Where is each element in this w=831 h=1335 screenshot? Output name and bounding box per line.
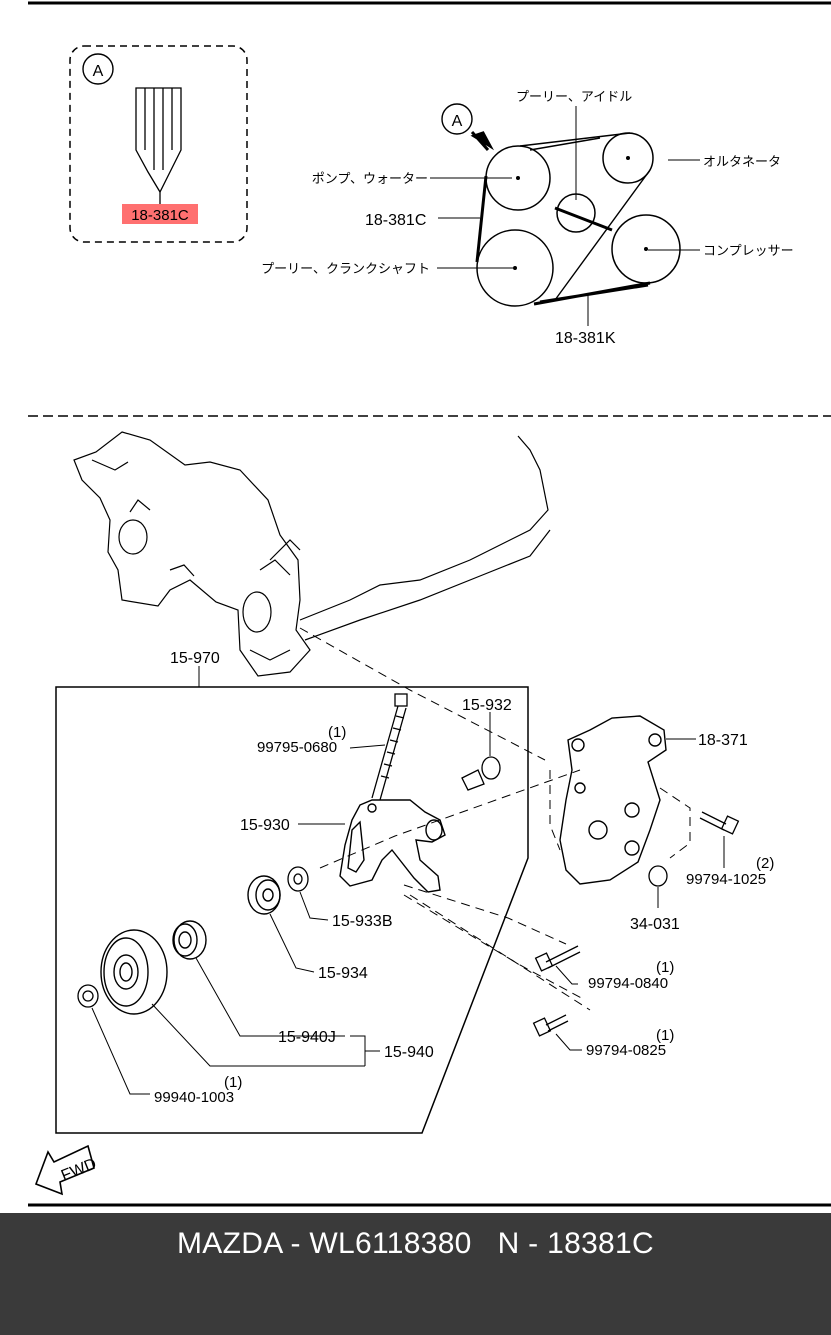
parts-diagram: A 18-381C xyxy=(28,1,831,1207)
detail-a-box: A 18-381C xyxy=(69,45,248,243)
footer-bar: MAZDA - WL6118380 N - 18381C xyxy=(0,1213,831,1335)
label-15-940j: 15-940J xyxy=(278,1029,336,1046)
bolt-99794-1025 xyxy=(699,811,740,868)
nut-99940-1003 xyxy=(77,984,150,1095)
bolt-99795-0680 xyxy=(371,693,408,801)
engine-block-outline xyxy=(73,431,551,677)
label-compressor: コンプレッサー xyxy=(703,244,794,259)
label-15-934: 15-934 xyxy=(318,965,368,982)
detail-a-marker-letter: A xyxy=(93,63,104,80)
label-bolt-0680: 99795-0680 xyxy=(257,739,337,756)
label-crankshaft-pulley: プーリー、クランクシャフト xyxy=(261,262,430,277)
belt-layout xyxy=(430,103,700,326)
label-15-930: 15-930 xyxy=(240,817,290,834)
bracket-15-930 xyxy=(339,799,446,893)
label-15-932: 15-932 xyxy=(462,697,512,714)
label-bolt-0825: 99794-0825 xyxy=(586,1042,666,1059)
nut-34-031 xyxy=(648,865,668,908)
label-15-933b: 15-933B xyxy=(332,913,393,930)
washer-15-933b xyxy=(287,866,329,921)
label-18-371: 18-371 xyxy=(698,732,748,749)
label-bolt-1025: 99794-1025 xyxy=(686,871,766,888)
highlight-box xyxy=(122,204,198,224)
label-nut-1003-qty: (1) xyxy=(224,1074,242,1091)
label-pulley-idler: プーリー、アイドル xyxy=(516,90,632,105)
belt-cross-section xyxy=(135,87,182,204)
label-bolt-0840-qty: (1) xyxy=(656,959,674,976)
bearing-15-940j xyxy=(172,920,345,1037)
bolt-99794-0825 xyxy=(532,1014,582,1051)
stud-15-932 xyxy=(461,712,501,791)
label-bolt-0825-qty: (1) xyxy=(656,1027,674,1044)
assembly-box xyxy=(55,666,529,1134)
label-bolt-0680-qty: (1) xyxy=(328,724,346,741)
label-belt-k: 18-381K xyxy=(555,330,616,347)
label-bolt-1025-qty: (2) xyxy=(756,855,774,872)
pulley-15-940 xyxy=(100,929,380,1067)
bracket-18-371 xyxy=(559,715,696,885)
detail-a-marker xyxy=(82,53,114,85)
label-belt-c: 18-381C xyxy=(365,212,426,229)
label-alternator: オルタネータ xyxy=(703,155,781,170)
bolt-99794-0840 xyxy=(534,945,581,985)
label-nut-1003: 99940-1003 xyxy=(154,1089,234,1106)
fwd-label: FWD xyxy=(59,1155,99,1184)
label-bolt-0840: 99794-0840 xyxy=(588,975,668,992)
seal-15-934 xyxy=(247,875,315,973)
label-34-031: 34-031 xyxy=(630,916,680,933)
detail-part-label: 18-381C xyxy=(131,207,189,224)
fwd-arrow xyxy=(34,1144,95,1196)
footer-title: MAZDA - WL6118380 N - 18381C xyxy=(177,1227,654,1260)
label-water-pump: ポンプ、ウォーター xyxy=(312,172,428,187)
belt-18-381k xyxy=(533,206,651,306)
view-a-marker-letter: A xyxy=(452,113,463,130)
dashed-guides xyxy=(299,627,691,1011)
label-15-970: 15-970 xyxy=(170,650,220,667)
label-15-940: 15-940 xyxy=(384,1044,434,1061)
